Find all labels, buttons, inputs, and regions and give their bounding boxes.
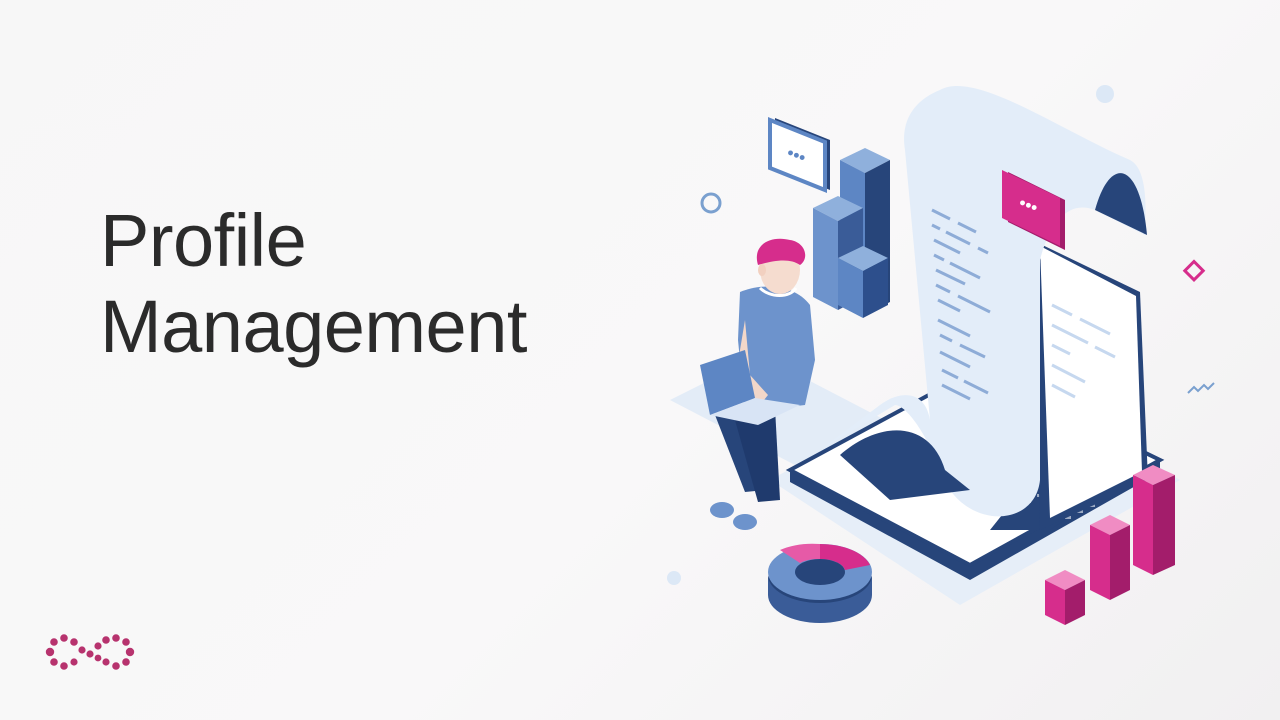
isometric-illustration: ••• ••• — [667, 85, 1215, 625]
paper-curl-top — [1095, 173, 1147, 235]
chat-bubble-right: ••• — [1002, 170, 1065, 250]
laptop-base-side — [790, 460, 1160, 580]
paper-curl-bottom — [840, 430, 970, 500]
paper-scroll — [820, 86, 1146, 517]
ring-decoration — [700, 192, 722, 214]
title-line-2: Management — [100, 285, 527, 368]
title-line-1: Profile — [100, 199, 307, 282]
dot-decoration-top — [1096, 85, 1114, 103]
donut-chart — [768, 543, 872, 623]
screen-code-lines — [1051, 303, 1116, 399]
magenta-bar-chart — [1045, 465, 1175, 625]
laptop-screen — [1040, 246, 1142, 518]
dot-decoration-bottom — [667, 571, 681, 585]
person — [700, 238, 815, 530]
infinity-dots-logo — [45, 634, 135, 670]
chat-bubble-left: ••• — [768, 117, 830, 193]
paper-text-lines — [931, 208, 991, 401]
blue-bar-stack — [813, 148, 890, 318]
slide-title: Profile Management — [100, 198, 527, 370]
diamond-decoration — [1182, 259, 1206, 283]
zigzag-decoration — [1187, 382, 1215, 394]
